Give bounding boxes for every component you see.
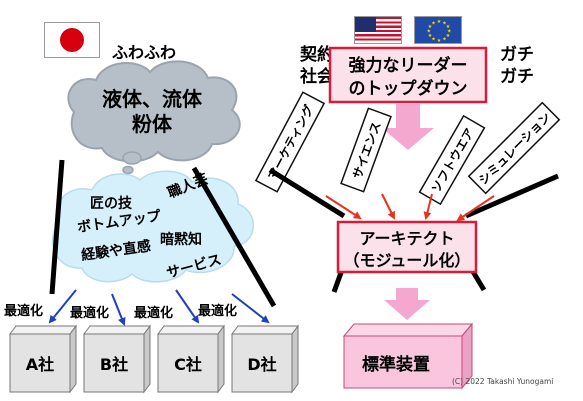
copyright-text: (C) 2022 Takashi Yunogami [452,377,553,386]
svg-text:★: ★ [431,21,436,27]
fuwafuwa-label: ふわふわ [112,43,176,62]
cloud-text-tacit: 暗黙知 [160,231,202,248]
optimize-arrow-d [231,293,270,324]
optimize-label-a: 最適化 [4,303,43,319]
optimize-arrow-c [175,289,200,324]
gachi-label-2: ガチ [500,67,534,87]
usa-flag [354,16,402,44]
cloud-text-craftsmanship: 匠の技 [90,195,133,212]
architect-text-1: アーキテクト [359,229,454,248]
leader-text-2: のトップダウン [349,78,468,99]
standard-equipment-cube [342,322,474,390]
red-arrow-2 [381,193,395,220]
company-cube-a [9,324,77,394]
liquid-cloud [67,60,241,175]
svg-text:★: ★ [437,19,442,25]
leader-text-1: 強力なリーダー [349,55,468,76]
cloud-text-powder: 粉体 [132,112,173,136]
funnel-line-right [465,173,559,219]
svg-text:★: ★ [428,24,433,30]
svg-text:★: ★ [442,37,447,43]
cloud-text-liquid: 液体、流体 [102,87,203,111]
japan-flag-disc [60,28,84,52]
red-arrow-4 [456,195,495,222]
skill-box-science: サイエンス [340,107,392,193]
company-a-label: A社 [26,355,54,374]
standard-equipment-label: 標準装置 [362,354,430,375]
company-c-label: C社 [174,355,202,374]
funnel-line-bottom-left [331,269,345,293]
svg-text:★: ★ [447,29,452,35]
left-line [49,159,65,295]
eu-flag: ★★★ ★★★ ★★★ ★★★ [414,16,462,44]
svg-text:★: ★ [442,21,447,27]
optimize-label-b: 最適化 [70,305,109,321]
architect-box [336,220,478,274]
japan-flag [44,22,100,58]
right-line [191,166,277,308]
company-cube-b [83,324,151,394]
skill-box-marketing: マーケティング [254,91,326,193]
leader-box [328,46,488,104]
optimize-arrow-a [48,289,77,324]
company-cube-c [157,324,225,394]
svg-text:★: ★ [431,37,436,43]
architect-text-2: （モジュール化） [344,251,471,270]
keiyaku-label: 契約 [299,44,334,65]
red-arrow-1 [325,195,362,220]
architect-down-arrow [384,288,430,320]
svg-text:★: ★ [446,33,451,39]
red-arrow-3 [423,193,433,220]
svg-text:★: ★ [446,24,451,30]
leader-down-arrow [382,104,434,150]
eu-stars: ★★★ ★★★ ★★★ ★★★ [426,19,452,44]
company-b-label: B社 [100,355,128,374]
company-cube-d [231,324,299,394]
gachi-label-1: ガチ [500,45,534,65]
svg-text:★: ★ [437,38,442,44]
svg-text:★: ★ [428,33,433,39]
optimize-label-d: 最適化 [198,303,237,319]
svg-text:★: ★ [426,29,431,35]
optimize-label-c: 最適化 [134,305,173,321]
skill-simulation: シミュレーション [476,110,553,187]
skill-cloud [52,170,255,283]
company-d-label: D社 [247,355,276,374]
funnel-line-bottom-right [469,268,487,292]
shakai-label: 社会 [299,66,334,87]
usa-flag-canton [355,17,376,32]
funnel-line-left [268,167,346,219]
optimize-arrow-b [111,293,126,326]
